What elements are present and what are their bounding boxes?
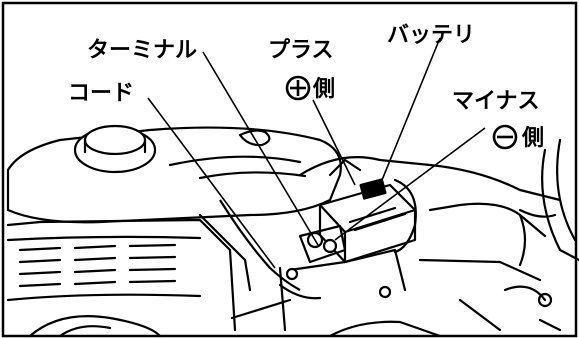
cord-wire bbox=[219, 199, 301, 291]
minus-circle-icon bbox=[492, 124, 518, 150]
battery-illustration bbox=[278, 138, 579, 338]
cord-leader bbox=[147, 97, 276, 269]
battery-label: バッテリ bbox=[387, 23, 475, 48]
leader-lines bbox=[147, 37, 486, 269]
plus-leader bbox=[312, 99, 356, 186]
minus-side-label: 側 bbox=[521, 126, 544, 151]
engine-illustration bbox=[6, 124, 342, 338]
minus-label: マイナス bbox=[452, 89, 540, 114]
plus-side-label: 側 bbox=[312, 77, 335, 102]
plus-label: プラス bbox=[268, 38, 334, 63]
minus-leader bbox=[334, 127, 486, 241]
plus-circle-icon bbox=[285, 75, 311, 101]
battery-leader bbox=[379, 37, 441, 186]
terminal-label: ターミナル bbox=[87, 38, 197, 63]
terminal-leader bbox=[202, 51, 319, 246]
cord-label: コード bbox=[68, 81, 134, 106]
